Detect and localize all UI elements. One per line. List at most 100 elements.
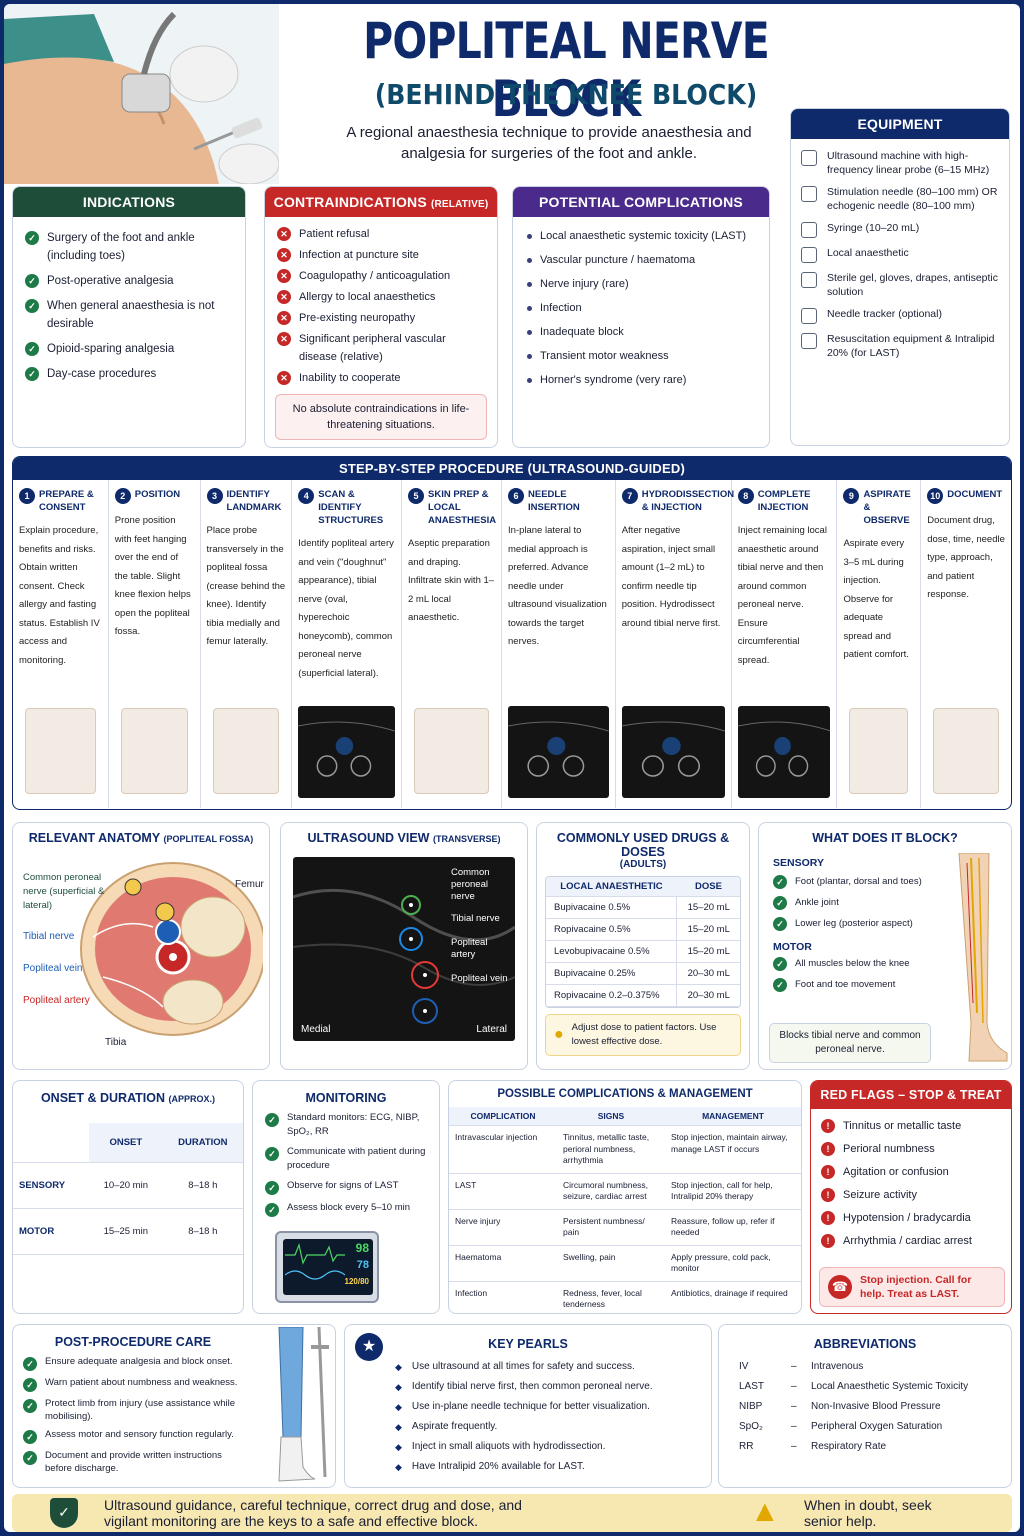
list-item: ✕Allergy to local anaesthetics — [277, 288, 485, 306]
table-row: Levobupivacaine 0.5%15–20 mL — [546, 940, 740, 963]
list-item-text: Assess motor and sensory function regula… — [45, 1429, 234, 1440]
list-item: Vascular puncture / haematoma — [527, 251, 755, 269]
footer-banner: ✓ Ultrasound guidance, careful technique… — [12, 1494, 1012, 1532]
list-item: ✓Warn patient about numbness and weaknes… — [23, 1376, 243, 1392]
list-item: ✕Inability to cooperate — [277, 369, 485, 387]
pearls-card: ★ KEY PEARLS ◆Use ultrasound at all time… — [344, 1324, 712, 1488]
leg-probe-icon — [212, 708, 280, 794]
management-table: COMPLICATION SIGNS MANAGEMENT Intravascu… — [449, 1107, 801, 1313]
table-row: Bupivacaine 0.5%15–20 mL — [546, 896, 740, 919]
ultrasound-card: ULTRASOUND VIEW (TRANSVERSE) Common pero… — [280, 822, 528, 1070]
drugs-tip: ● Adjust dose to patient factors. Use lo… — [545, 1014, 741, 1056]
cross-icon: ✕ — [277, 248, 291, 262]
check-icon: ✓ — [773, 957, 787, 971]
step-ultrasound-image — [298, 706, 396, 798]
list-item: ✕Patient refusal — [277, 225, 485, 243]
list-item-text: Agitation or confusion — [843, 1166, 949, 1178]
list-item-text: Surgery of the foot and ankle (including… — [47, 232, 195, 262]
lightbulb-icon: ● — [554, 1026, 564, 1043]
drugs-header-dose: DOSE — [676, 877, 740, 897]
sensory-list: ✓Foot (plantar, dorsal and toes)✓Ankle j… — [759, 873, 1011, 933]
bullet-icon — [527, 258, 532, 263]
list-item-text: Perioral numbness — [843, 1143, 935, 1155]
check-icon: ✓ — [773, 978, 787, 992]
list-item: ✓Opioid-sparing analgesia — [25, 340, 233, 358]
clipboard-icon — [25, 708, 96, 794]
step-number: 8 — [737, 488, 754, 504]
list-item: ✓Assess block every 5–10 min — [265, 1201, 427, 1217]
anatomy-diagram — [73, 857, 266, 1037]
list-item: Local anaesthetic systemic toxicity (LAS… — [527, 227, 755, 245]
list-item-text: Protect limb from injury (use assistance… — [45, 1398, 236, 1422]
alert-icon: ! — [821, 1165, 835, 1179]
step-text: In-plane lateral to medial approach is p… — [508, 525, 607, 647]
anatomy-label-tibia: Tibia — [105, 1037, 127, 1048]
list-item-text: Warn patient about numbness and weakness… — [45, 1377, 238, 1388]
list-item: ✓When general anaesthesia is not desirab… — [25, 297, 233, 333]
list-item: ◆Aspirate frequently. — [395, 1417, 691, 1437]
list-item-text: Nerve injury (rare) — [540, 278, 629, 290]
monitor-value-spo2: 98 — [355, 1241, 369, 1255]
ultrasound-structure-label: Popliteal artery — [451, 937, 488, 960]
check-icon: ✓ — [25, 367, 39, 381]
footer-right-text: When in doubt, seek senior help. — [804, 1497, 932, 1529]
syringe-icon — [801, 222, 817, 238]
anatomy-label-femur: Femur — [235, 879, 264, 890]
list-item: ✓Observe for signs of LAST — [265, 1179, 427, 1195]
abbreviation-row: LAST–Local Anaesthetic Systemic Toxicity — [739, 1381, 969, 1392]
equipment-item: Ultrasound machine with high-frequency l… — [801, 149, 999, 177]
check-icon: ✓ — [773, 917, 787, 931]
blocks-note: Blocks tibial nerve and common peroneal … — [769, 1023, 931, 1063]
footer-main-text: Ultrasound guidance, careful technique, … — [104, 1497, 522, 1529]
equipment-item: Stimulation needle (80–100 mm) OR echoge… — [801, 185, 999, 213]
check-icon: ✓ — [25, 342, 39, 356]
step-number: 1 — [19, 488, 35, 504]
step-number: 7 — [621, 488, 638, 504]
ultrasound-structure-label: Popliteal vein — [451, 973, 508, 984]
list-item-text: Document and provide written instruction… — [45, 1450, 222, 1474]
leg-nerve-illustration — [949, 852, 1009, 1063]
check-icon: ✓ — [265, 1147, 279, 1161]
bullet-icon — [527, 282, 532, 287]
anatomy-label-tibial: Tibial nerve — [23, 931, 75, 942]
list-item: ✓Document and provide written instructio… — [23, 1449, 243, 1475]
table-row: Ropivacaine 0.2–0.375%20–30 mL — [546, 984, 740, 1007]
list-item: Transient motor weakness — [527, 347, 755, 365]
step-number: 3 — [206, 488, 223, 504]
list-item: ✕Pre-existing neuropathy — [277, 309, 485, 327]
check-icon: ✓ — [265, 1113, 279, 1127]
step-number: 5 — [408, 488, 424, 504]
contraindications-list: ✕Patient refusal✕Infection at puncture s… — [265, 217, 497, 394]
list-item: Nerve injury (rare) — [527, 275, 755, 293]
list-item: ✓Communicate with patient during procedu… — [265, 1145, 427, 1173]
management-header-signs: SIGNS — [557, 1107, 665, 1126]
list-item: ◆Identify tibial nerve first, then commo… — [395, 1377, 691, 1397]
onset-header-onset: ONSET — [88, 1123, 163, 1163]
alert-icon: ! — [821, 1119, 835, 1133]
list-item: ! Agitation or confusion — [821, 1163, 1001, 1181]
list-item: !Arrhythmia / cardiac arrest — [821, 1232, 1001, 1250]
list-item: !Seizure activity — [821, 1186, 1001, 1204]
list-item-text: Significant peripheral vascular disease … — [299, 333, 446, 363]
check-icon: ✓ — [25, 299, 39, 313]
equipment-item: Sterile gel, gloves, drapes, antiseptic … — [801, 271, 999, 299]
indications-list: ✓ Surgery of the foot and ankle (includin… — [13, 217, 245, 402]
bullet-icon — [527, 330, 532, 335]
list-item-text: Infection — [540, 302, 582, 314]
diamond-bullet-icon: ◆ — [395, 1402, 402, 1412]
star-badge-icon: ★ — [355, 1333, 383, 1361]
ultrasound-medial-label: Medial — [301, 1024, 331, 1035]
bullet-icon — [527, 234, 532, 239]
